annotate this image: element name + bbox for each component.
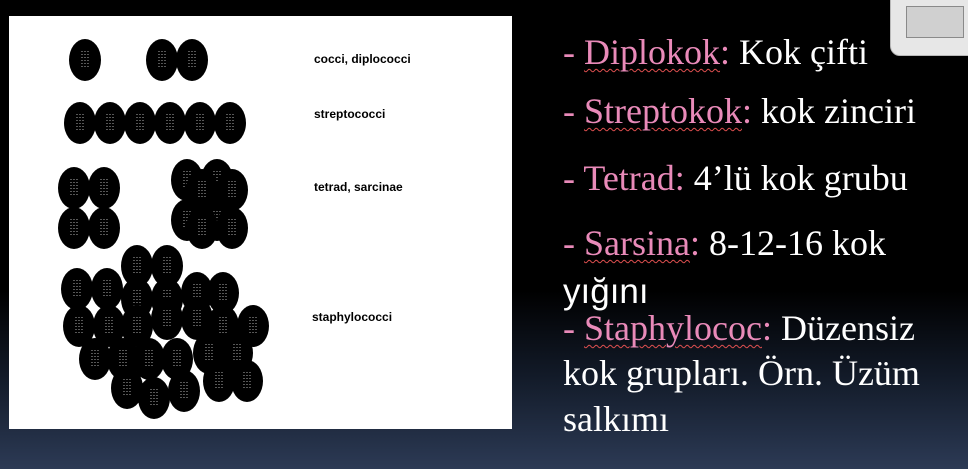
term-colon: :: [689, 223, 700, 263]
bullet-dash: -: [563, 158, 584, 198]
bullet-dash: -: [563, 223, 584, 263]
bullet-staphylococ: - Staphylococ: Düzensiz: [563, 306, 915, 350]
cocci-morphology-figure: cocci, diplococci streptococci tetrad, s…: [9, 16, 512, 429]
bullet-dash: -: [563, 308, 584, 348]
term-colon: :: [674, 158, 685, 198]
corner-window-inner: [906, 6, 964, 38]
corner-window-control[interactable]: [890, 0, 968, 56]
desc-sarsina: 8-12-16 kok: [700, 223, 886, 263]
cocci-drawing: [58, 39, 269, 419]
desc-staphylococ: Düzensiz: [771, 308, 915, 348]
term-diplokok: Diplokok: [584, 32, 721, 72]
bullet-diplokok: - Diplokok: Kok çifti: [563, 30, 868, 74]
bullet-sarsina-line2: yığını: [563, 272, 649, 311]
term-colon: :: [761, 308, 772, 348]
term-tetrad: Tetrad: [583, 158, 675, 198]
desc-streptokok: kok zinciri: [752, 91, 916, 131]
bullet-dash: -: [563, 32, 584, 72]
desc-diplokok: Kok çifti: [730, 32, 869, 72]
label-cocci-diplococci: cocci, diplococci: [314, 52, 411, 66]
bullet-staphylococ-line2: kok grupları. Örn. Üzüm: [563, 353, 920, 393]
bullet-streptokok: - Streptokok: kok zinciri: [563, 89, 916, 133]
term-colon: :: [742, 91, 753, 131]
label-tetrad-sarcinae: tetrad, sarcinae: [314, 180, 403, 194]
term-colon: :: [720, 32, 731, 72]
term-streptokok: Streptokok: [584, 91, 742, 131]
bullet-dash: -: [563, 91, 584, 131]
term-staphylococ: Staphylococ: [584, 308, 762, 348]
term-sarsina: Sarsina: [584, 223, 690, 263]
bullet-staphylococ-line3: salkımı: [563, 399, 669, 439]
bullet-sarsina: - Sarsina: 8-12-16 kok: [563, 221, 886, 265]
desc-tetrad: 4’lü kok grubu: [684, 158, 908, 198]
label-streptococci: streptococci: [314, 107, 386, 121]
label-staphylococci: staphylococci: [312, 310, 393, 324]
bullet-tetrad: - Tetrad: 4’lü kok grubu: [563, 156, 908, 200]
